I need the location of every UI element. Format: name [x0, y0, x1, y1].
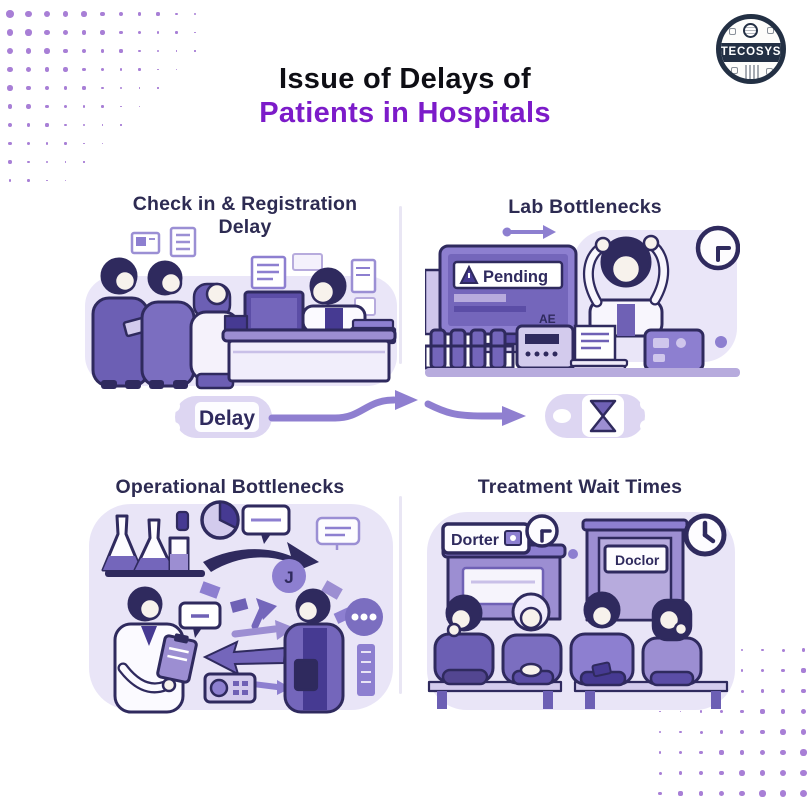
- wall-card-thumb: [136, 237, 146, 246]
- test-tube-rack: [425, 328, 515, 370]
- ellipsis-bubble-icon: [345, 598, 383, 636]
- flow-arrow-1: [268, 390, 418, 422]
- chat-blob-glyph: J: [284, 568, 293, 587]
- logo-circuit-decoration: [731, 67, 738, 74]
- title-line-1: Issue of Delays of: [279, 63, 531, 95]
- face: [657, 608, 681, 632]
- small-speech-bubble: [178, 601, 222, 638]
- logo-text: TECOSYS: [721, 43, 781, 62]
- left-door-sign: Dorter: [441, 522, 531, 555]
- lab-analyzer: [515, 324, 575, 370]
- hand: [161, 677, 177, 693]
- left-door-sign-text: Dorter: [451, 532, 499, 549]
- clipboard: [156, 633, 198, 684]
- list-strip: [357, 644, 375, 696]
- clock-icon: [695, 225, 740, 271]
- treatment-illustration: Dorter Doclor: [427, 512, 735, 710]
- divider-bottom: [399, 496, 402, 694]
- hands: [519, 662, 543, 678]
- flow-arrow-2: [424, 400, 526, 426]
- heading-checkin-line1: Check in & Registration: [132, 193, 358, 215]
- pending-banner: [452, 260, 564, 290]
- face: [310, 279, 336, 305]
- wall-posters: [130, 226, 377, 316]
- small-blob: [715, 336, 727, 348]
- face: [519, 606, 543, 630]
- heading-treatment: Treatment Wait Times: [477, 476, 683, 498]
- clock-icon-large: [683, 513, 727, 557]
- face: [610, 253, 642, 285]
- lab-illustration: Pending AE: [425, 225, 740, 377]
- pie-chart-icon: [200, 500, 240, 540]
- waiting-patient-1: [433, 594, 495, 686]
- wall-poster: [292, 253, 323, 271]
- delay-flow: Delay: [168, 390, 650, 438]
- face: [590, 604, 614, 628]
- face: [296, 599, 320, 623]
- hand: [594, 236, 612, 254]
- reception-desk: [221, 267, 397, 383]
- delay-label: Delay: [199, 407, 255, 430]
- hourglass-pill: [545, 394, 650, 438]
- divider-top: [399, 206, 402, 364]
- logo-circuit-decoration: [766, 68, 773, 75]
- heading-checkin-line2: Delay: [218, 216, 272, 238]
- desk-top: [221, 328, 397, 343]
- waiting-patient-2: [501, 592, 563, 686]
- logo-circuit-decoration: [729, 28, 736, 35]
- staff-person: [283, 588, 345, 714]
- bottle: [175, 510, 190, 532]
- delay-pill: Delay: [168, 396, 272, 438]
- shelf: [105, 570, 205, 577]
- face: [113, 269, 137, 293]
- doctor: [113, 586, 198, 714]
- file-organizer: [643, 328, 727, 372]
- desk-front: [227, 339, 391, 383]
- operational-illustration: J: [89, 500, 393, 714]
- hourglass-icon: [589, 399, 617, 433]
- dot-accent: [568, 549, 578, 559]
- face: [138, 597, 162, 621]
- logo-circuit-decoration: [767, 27, 774, 34]
- tecosys-logo: TECOSYS: [716, 14, 786, 84]
- pending-text: Pending: [483, 268, 548, 286]
- heading-lab: Lab Bottlenecks: [508, 196, 662, 218]
- heading-checkin: Check in & Registration Delay: [85, 193, 405, 239]
- screen-code-text: AE: [539, 312, 556, 326]
- folder: [293, 658, 319, 692]
- lab-flasks: [101, 510, 205, 577]
- right-door-sign-text: Doclor: [615, 552, 660, 568]
- waiting-patient-4: [641, 598, 703, 687]
- direction-arrows: [202, 598, 295, 695]
- phone: [591, 661, 612, 678]
- side-monitor: [425, 268, 442, 336]
- heading-operational: Operational Bottlenecks: [115, 476, 345, 498]
- receptionist: [301, 267, 367, 334]
- hand: [673, 621, 689, 637]
- face: [159, 271, 183, 295]
- face: [205, 282, 229, 306]
- waiting-patient-3: [569, 591, 635, 687]
- connector-arrow-icon: [502, 225, 556, 239]
- logo-globe-icon: [743, 23, 758, 38]
- checkin-illustration: [85, 226, 397, 390]
- logo-circuit-decoration: [745, 65, 759, 79]
- counter: [425, 368, 740, 377]
- chat-blob: J: [272, 559, 306, 593]
- small-machine: [203, 672, 257, 704]
- speech-bubble-monitor: [241, 504, 291, 544]
- hand: [642, 234, 660, 252]
- page-title: Issue of Delays of Patients in Hospitals: [0, 62, 810, 130]
- title-line-2: Patients in Hospitals: [259, 97, 551, 129]
- speech-bubble-right: [315, 516, 361, 550]
- hand: [446, 622, 462, 638]
- clock-icon-small: [525, 514, 559, 548]
- right-door-sign: Doclor: [603, 544, 669, 574]
